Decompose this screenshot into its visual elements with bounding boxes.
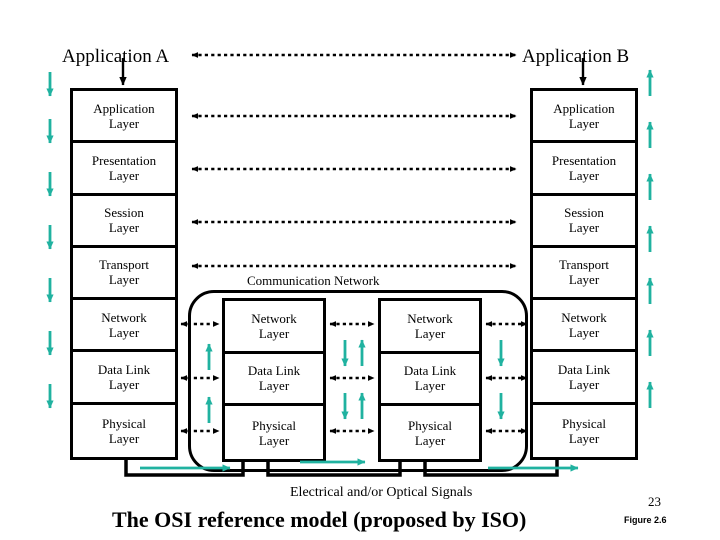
- layer-label-line2: Layer: [568, 272, 600, 288]
- figure-number: Figure 2.6: [624, 515, 667, 525]
- layer-label-line1: Presentation: [91, 152, 157, 168]
- layer-label-line1: Network: [407, 310, 453, 326]
- layer-label-line2: Layer: [108, 272, 140, 288]
- app-entry-arrows: [119, 58, 587, 86]
- layer-label-line1: Network: [561, 309, 607, 325]
- slide-title: The OSI reference model (proposed by ISO…: [112, 507, 527, 532]
- layer-label-line1: Session: [104, 205, 144, 221]
- layer-label-line1: Transport: [558, 257, 610, 273]
- layer-label-line2: Layer: [258, 378, 290, 394]
- signals-caption: Electrical and/or Optical Signals: [290, 485, 473, 500]
- layer-label-line1: Data Link: [557, 362, 611, 378]
- layer-label-line1: Data Link: [403, 363, 457, 379]
- page-number: 23: [648, 494, 661, 509]
- layer-label-line1: Physical: [251, 417, 297, 433]
- layer-label-line2: Layer: [414, 378, 446, 394]
- layer-label-line1: Session: [564, 205, 604, 221]
- layer-label-line2: Layer: [108, 220, 140, 236]
- layer-label-line2: Layer: [568, 167, 600, 183]
- layer-label-line2: Layer: [108, 167, 140, 183]
- communication-network-label: Communication Network: [244, 273, 383, 289]
- layer-label-line1: Application: [553, 100, 615, 116]
- layer-label-line2: Layer: [568, 377, 600, 393]
- layer-label-line2: Layer: [108, 430, 140, 446]
- layer-label-line1: Physical: [561, 415, 607, 431]
- layer-label-line2: Layer: [568, 324, 600, 340]
- layer-label-line2: Layer: [568, 430, 600, 446]
- layer-label-line1: Presentation: [551, 152, 617, 168]
- layer-label-line2: Layer: [108, 115, 140, 131]
- layer-label-line2: Layer: [108, 377, 140, 393]
- layer-label-line2: Layer: [414, 432, 446, 448]
- layer-label-line1: Data Link: [97, 362, 151, 378]
- peer-protocol-links: [191, 52, 517, 269]
- layer-label-line2: Layer: [414, 325, 446, 341]
- layer-label-line2: Layer: [108, 324, 140, 340]
- layer-label-line2: Layer: [568, 220, 600, 236]
- layer-label-line2: Layer: [568, 115, 600, 131]
- layer-label-line1: Physical: [407, 417, 453, 433]
- layer-label-line1: Physical: [101, 415, 147, 431]
- layer-label-line1: Network: [251, 310, 297, 326]
- layer-label-line2: Layer: [258, 325, 290, 341]
- layer-label-line1: Transport: [98, 257, 150, 273]
- layer-label-line2: Layer: [258, 432, 290, 448]
- layer-label-line1: Network: [101, 309, 147, 325]
- application-b-label: Application B: [522, 46, 630, 67]
- application-a-label: Application A: [62, 46, 170, 67]
- layer-label-line1: Data Link: [247, 363, 301, 379]
- layer-label-line1: Application: [93, 100, 155, 116]
